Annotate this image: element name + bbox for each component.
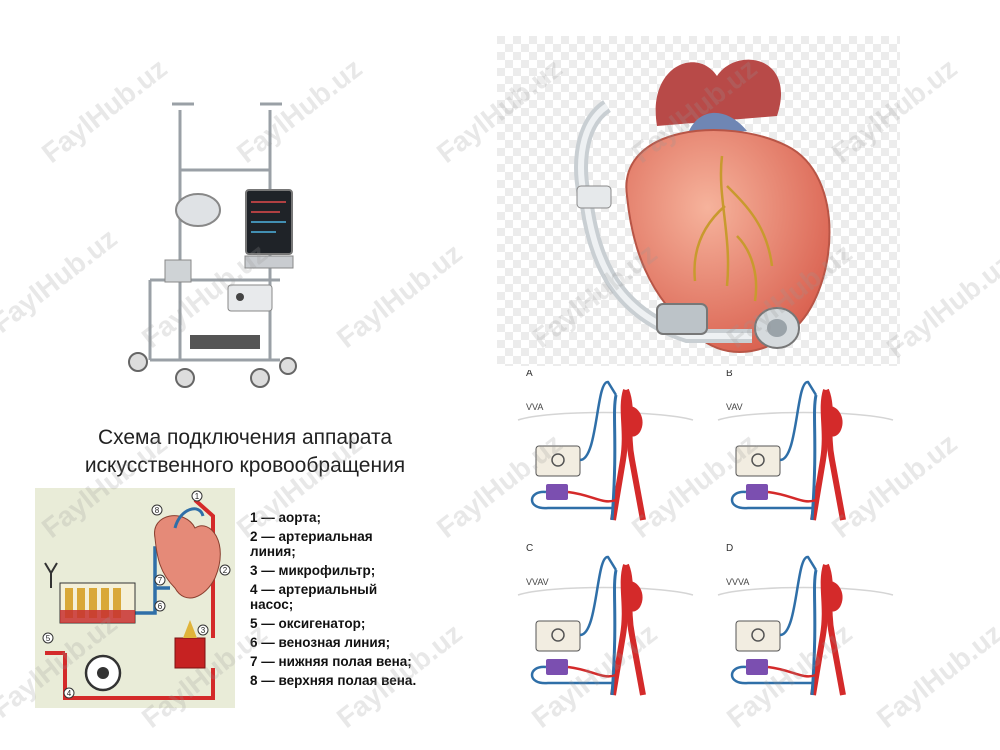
- legend-item-6: 6 — венозная линия;: [250, 635, 391, 650]
- diagram-title-line-1: Схема подключения аппарата: [97, 426, 393, 449]
- circuit-label-7: 7: [158, 576, 163, 585]
- legend-item-2: 2 — артериальная линия;: [250, 529, 373, 559]
- legend-item-5: 5 — оксигенатор;: [250, 616, 366, 631]
- circuit-label-1: 1: [195, 492, 200, 501]
- ecmo-mode-d: VVVA: [726, 577, 749, 587]
- circuit-label-4: 4: [67, 689, 72, 698]
- ecmo-configurations: A VVA B VAV C VVAV D VVVA: [508, 368, 900, 715]
- circuit-label-3: 3: [201, 626, 206, 635]
- circuit-label-8: 8: [155, 506, 160, 515]
- ecmo-mode-c: VVAV: [526, 577, 549, 587]
- circuit-number-labels: 1 2 3 4 5 6 7 8: [42, 490, 231, 699]
- heart-lung-machine-illustration: [110, 90, 320, 400]
- legend: 1 — аорта; 2 — артериальная линия; 3 — м…: [250, 510, 480, 692]
- ecmo-letter-a: A: [526, 370, 533, 379]
- heart-pump-illustration: [497, 36, 900, 366]
- circuit-label-6: 6: [158, 602, 163, 611]
- legend-item-1: 1 — аорта;: [250, 510, 321, 525]
- ecmo-mode-a: VVA: [526, 402, 543, 412]
- ecmo-letter-b: B: [726, 370, 733, 379]
- legend-item-4: 4 — артериальный насос;: [250, 582, 378, 612]
- circuit-label-5: 5: [46, 634, 51, 643]
- ecmo-mode-b: VAV: [726, 402, 743, 412]
- watermark-6: FaylHub.uz: [0, 222, 123, 339]
- diagram-title-line-2: искусственного кровообращения: [84, 454, 406, 477]
- diagram-title: Схема подключения аппарата искусственног…: [40, 424, 450, 480]
- ecmo-letter-c: C: [526, 543, 533, 554]
- legend-item-3: 3 — микрофильтр;: [250, 563, 376, 578]
- ecmo-letter-d: D: [726, 543, 733, 554]
- legend-item-8: 8 — верхняя полая вена.: [250, 673, 417, 688]
- circuit-label-2: 2: [223, 566, 228, 575]
- circuit-schematic: 1 2 3 4 5 6 7 8: [35, 488, 235, 708]
- legend-item-7: 7 — нижняя полая вена;: [250, 654, 412, 669]
- watermark-8: FaylHub.uz: [330, 237, 468, 354]
